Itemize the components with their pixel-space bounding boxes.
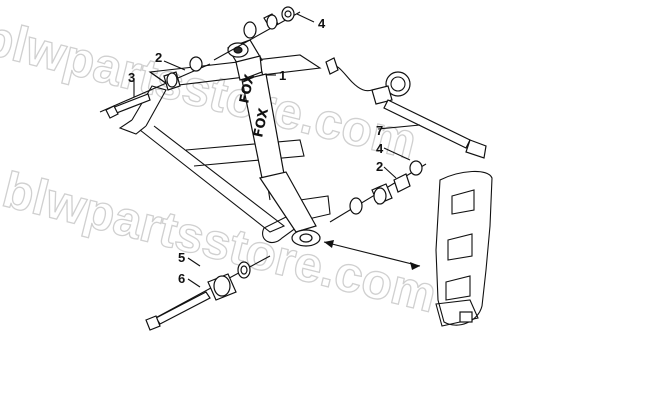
watermark-text-1: blwpartsstore.com bbox=[0, 8, 422, 170]
leader-lines bbox=[133, 13, 421, 288]
gauge-assembly bbox=[325, 57, 487, 159]
lower-right-hardware bbox=[329, 160, 427, 223]
spindle bbox=[435, 170, 493, 327]
callout-4-top: 4 bbox=[318, 16, 326, 31]
callout-3: 3 bbox=[128, 70, 135, 85]
callout-4-right: 4 bbox=[376, 141, 384, 156]
connection-arrow bbox=[323, 240, 421, 270]
left-hardware bbox=[99, 56, 211, 119]
callout-labels: 1 2 3 4 7 4 2 5 6 bbox=[128, 16, 384, 286]
callout-1: 1 bbox=[279, 68, 286, 83]
shock-brand-label: FOX bbox=[237, 73, 258, 105]
callout-7: 7 bbox=[376, 123, 383, 138]
callout-5: 5 bbox=[178, 250, 185, 265]
shock-brand-label-2: FOX bbox=[251, 107, 272, 139]
callout-2-right: 2 bbox=[376, 159, 383, 174]
top-hardware bbox=[213, 6, 301, 61]
callout-6: 6 bbox=[178, 271, 185, 286]
bottom-hardware bbox=[145, 255, 271, 331]
callout-2-top: 2 bbox=[155, 50, 162, 65]
watermark-text-2: blwpartsstore.com bbox=[0, 161, 442, 323]
